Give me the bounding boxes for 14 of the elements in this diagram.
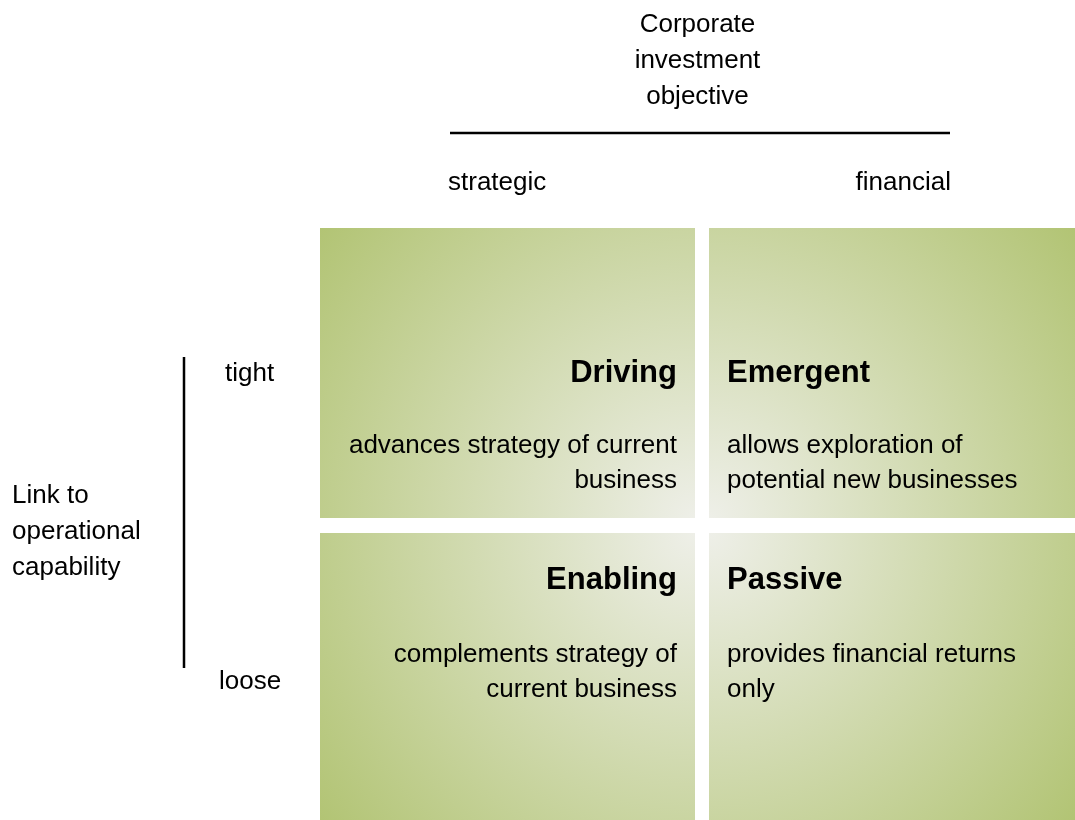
axis-label: loose (219, 664, 283, 697)
axis-label: financial (854, 165, 951, 198)
axis-label: tight (225, 356, 276, 389)
quadrant-title: Passive (727, 561, 844, 597)
quadrant-title: Enabling (545, 561, 677, 597)
quadrant-description: advances strategy of current business (347, 428, 677, 496)
quadrant-title: Emergent (727, 354, 871, 390)
quadrant-description: allows exploration of potential new businesses (727, 428, 1019, 496)
quadrant-title: Driving (569, 354, 677, 390)
axis-title: Link to operational capability (12, 478, 142, 583)
axis-title: Corporate investment objective (633, 7, 762, 112)
quadrant-description: provides financial returns only (727, 637, 1018, 705)
axis-label: strategic (448, 165, 548, 198)
quadrant-description: complements strategy of current business (392, 637, 677, 705)
